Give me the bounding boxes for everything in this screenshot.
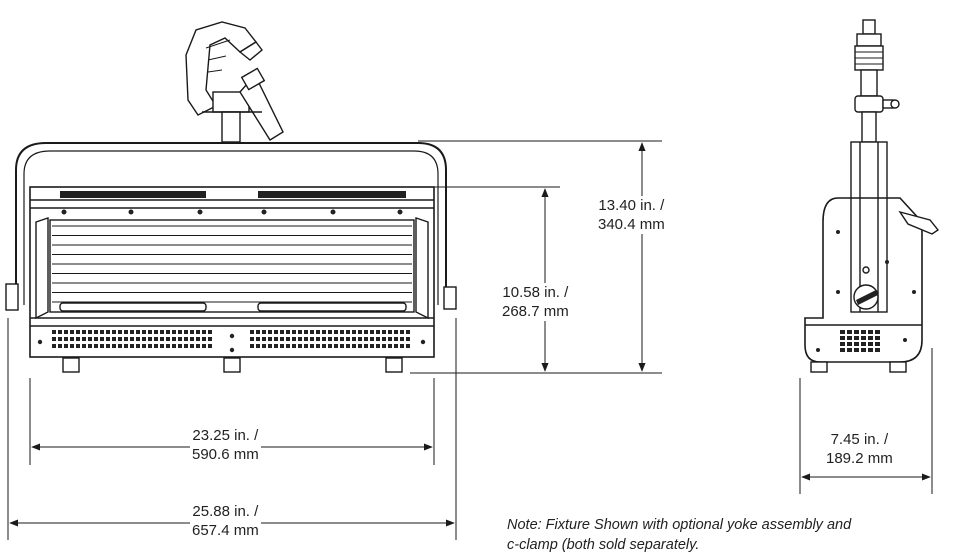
foot-right	[385, 357, 403, 373]
dim-overall-width-mm: 657.4 mm	[192, 522, 259, 539]
bottom-vents	[52, 330, 410, 348]
yoke-knob-left	[5, 283, 19, 311]
louvers	[52, 225, 412, 303]
yoke-knob-right	[443, 286, 457, 310]
side-yoke	[850, 141, 888, 313]
c-clamp	[185, 21, 284, 143]
note-line-2: c-clamp (both sold separately.	[507, 537, 700, 553]
dim-depth-inches: 7.45 in. /	[830, 431, 889, 448]
dim-overall-width-label: 25.88 in. / 657.4 mm	[190, 502, 261, 540]
dim-overall-width-inches: 25.88 in. /	[192, 503, 259, 520]
dim-body-width-mm: 590.6 mm	[192, 446, 259, 463]
note-line-1: Note: Fixture Shown with optional yoke a…	[507, 517, 852, 533]
top-vent-right	[258, 191, 406, 198]
dim-overall-height-label: 13.40 in. / 340.4 mm	[596, 196, 667, 234]
dim-body-height-mm: 268.7 mm	[502, 303, 569, 320]
dim-overall-height-inches: 13.40 in. /	[598, 197, 665, 214]
dim-depth-label: 7.45 in. / 189.2 mm	[824, 430, 895, 468]
foot-left	[62, 357, 80, 373]
top-vent-left	[60, 191, 206, 198]
side-view	[804, 19, 940, 373]
dim-body-height-label: 10.58 in. / 268.7 mm	[500, 283, 571, 321]
dim-body-height-inches: 10.58 in. /	[502, 284, 569, 301]
dim-overall-height-mm: 340.4 mm	[598, 216, 665, 233]
dim-body-width-label: 23.25 in. / 590.6 mm	[190, 426, 261, 464]
fixture-note: Note: Fixture Shown with optional yoke a…	[507, 515, 851, 555]
side-vent	[840, 330, 880, 352]
foot-center	[223, 357, 241, 373]
dim-depth-mm: 189.2 mm	[826, 450, 893, 467]
front-view	[5, 21, 457, 373]
yoke	[15, 142, 447, 305]
louver-panel	[49, 219, 415, 313]
dim-body-width-inches: 23.25 in. /	[192, 427, 259, 444]
side-housing	[804, 197, 923, 363]
